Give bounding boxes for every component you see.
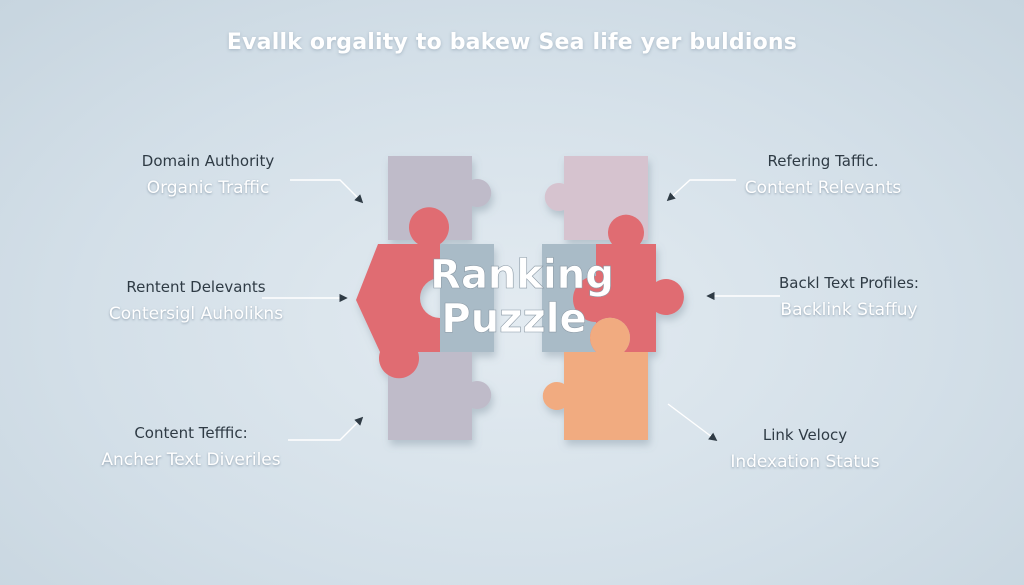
label-middle-right-subtitle: Backlink Staffuy xyxy=(780,300,918,320)
connector-bottom-right xyxy=(667,403,718,442)
label-top-left: Domain Authority Organic Traffic xyxy=(108,152,308,198)
label-bottom-right-title: Link Velocy xyxy=(762,426,848,444)
label-bottom-right: Link Velocy Indexation Status xyxy=(720,426,890,472)
label-middle-left-title: Rentent Delevants xyxy=(126,278,266,296)
piece-bottom-right xyxy=(542,317,648,440)
label-top-right-title: Refering Taffic. xyxy=(767,152,879,170)
center-title-line2: Puzzle xyxy=(441,296,586,342)
connector-bottom-left xyxy=(288,416,364,441)
headline: Evallk orgality to bakew Sea life yer bu… xyxy=(226,30,798,55)
label-top-right: Refering Taffic. Content Relevants xyxy=(738,152,908,198)
piece-middle-right-slate xyxy=(542,244,596,352)
label-top-left-subtitle: Organic Traffic xyxy=(146,178,270,198)
piece-right-coral xyxy=(573,214,684,352)
label-middle-right-title: Backl Text Profiles: xyxy=(779,274,919,292)
label-bottom-left: Content Tefffic: Ancher Text Diveriles xyxy=(96,424,286,470)
label-top-left-title: Domain Authority xyxy=(141,152,275,170)
label-top-right-subtitle: Content Relevants xyxy=(744,178,902,198)
label-middle-left-subtitle: Contersigl Auholikns xyxy=(108,304,284,324)
label-bottom-left-title: Content Tefffic: xyxy=(134,424,248,442)
piece-bottom-left xyxy=(388,352,492,440)
center-title-line1: Ranking xyxy=(430,252,614,298)
label-bottom-left-subtitle: Ancher Text Diveriles xyxy=(101,450,281,470)
label-middle-right: Backl Text Profiles: Backlink Staffuy xyxy=(774,274,924,320)
label-bottom-right-subtitle: Indexation Status xyxy=(730,452,880,472)
label-middle-left: Rentent Delevants Contersigl Auholikns xyxy=(86,278,306,324)
connector-top-left xyxy=(290,179,364,204)
connector-top-right xyxy=(666,179,736,202)
piece-left-coral xyxy=(356,207,449,379)
piece-middle-left-slate xyxy=(440,244,494,352)
